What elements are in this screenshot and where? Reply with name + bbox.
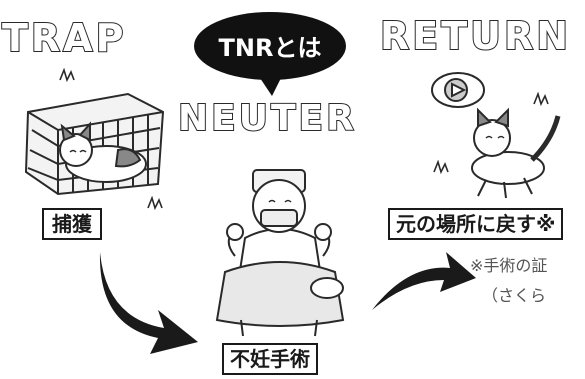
neuter-label: 不妊手術 bbox=[222, 343, 318, 375]
curved-arrow-icon bbox=[372, 252, 476, 310]
return-label: 元の場所に戻す※ bbox=[388, 208, 564, 240]
bubble-text: TNRとは bbox=[218, 34, 322, 62]
speech-bubble: TNRとは bbox=[190, 8, 350, 100]
sprout-icon bbox=[59, 68, 75, 82]
trap-title: TRAP bbox=[1, 15, 127, 61]
trap-label: 捕獲 bbox=[42, 208, 102, 240]
sprout-icon bbox=[533, 92, 549, 106]
vet-doctor-illustration bbox=[205, 160, 355, 340]
speech-bubble-shape bbox=[194, 12, 346, 96]
sprout-icon bbox=[147, 196, 163, 210]
note-line-1: ※手術の証 bbox=[470, 256, 548, 275]
return-title: RETURN bbox=[379, 13, 572, 59]
curved-arrow-icon bbox=[99, 252, 198, 354]
cat-in-trap-illustration bbox=[18, 72, 168, 202]
note-line-2: （さくら bbox=[482, 286, 547, 305]
sprout-icon bbox=[433, 160, 449, 174]
walking-cat-illustration bbox=[420, 64, 570, 204]
neuter-title: NEUTER bbox=[177, 97, 357, 140]
